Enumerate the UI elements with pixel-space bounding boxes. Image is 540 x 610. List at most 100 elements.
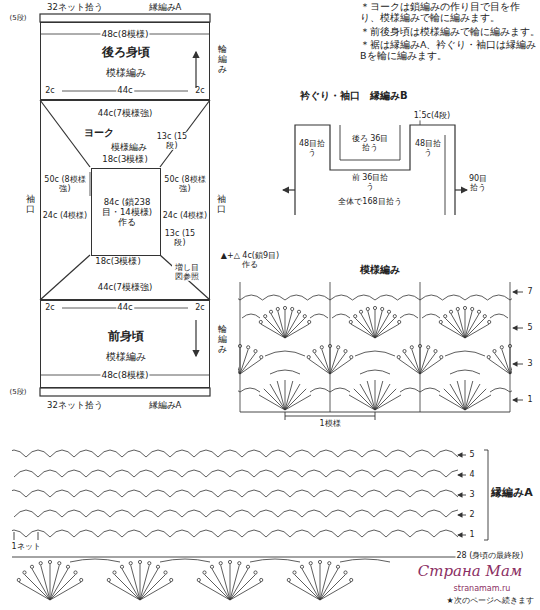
stroke	[62, 470, 86, 477]
stroke	[138, 560, 141, 563]
dimension-label: 袖口	[26, 195, 35, 215]
stroke	[360, 370, 390, 374]
stroke	[50, 490, 74, 497]
stroke	[50, 582, 81, 600]
stroke	[146, 450, 170, 457]
stroke	[410, 346, 413, 349]
stroke	[508, 344, 511, 347]
stroke	[74, 530, 98, 537]
stroke	[300, 565, 303, 568]
stroke	[410, 530, 434, 537]
stroke	[309, 359, 330, 374]
stroke	[285, 412, 286, 420]
stroke	[330, 295, 353, 300]
stroke	[74, 490, 98, 497]
stroke	[40, 14, 210, 22]
stroke	[70, 559, 120, 562]
stroke	[247, 346, 250, 349]
stroke	[410, 490, 434, 497]
stroke	[230, 565, 239, 600]
stroke	[134, 510, 158, 517]
stroke	[290, 530, 314, 537]
dimension-label: stranamam.ru	[454, 584, 511, 593]
stroke	[463, 306, 466, 309]
dimension-label: 1	[527, 395, 532, 404]
stroke	[266, 450, 290, 457]
stroke	[250, 559, 300, 562]
stroke	[74, 450, 98, 457]
dimension-label: 1.5c(4段)	[413, 111, 451, 120]
stroke	[230, 564, 231, 600]
stroke	[74, 571, 77, 574]
yoke-box: 84c (鎖238目・14模様) 作る	[91, 168, 161, 256]
stroke	[330, 349, 338, 374]
stroke	[293, 571, 296, 574]
stroke	[271, 314, 285, 338]
stroke	[440, 356, 443, 359]
stroke	[240, 353, 256, 374]
stroke	[420, 295, 443, 300]
stroke	[276, 307, 279, 310]
stroke	[140, 582, 171, 600]
dimension-label: 輪編み	[218, 325, 227, 355]
stroke	[458, 515, 466, 516]
stroke	[170, 490, 194, 497]
dimension-label: 3	[527, 359, 532, 368]
stroke	[488, 320, 491, 323]
dimension-label: 5	[527, 323, 532, 332]
dimension-label: 模様編み	[360, 264, 400, 276]
stroke	[206, 510, 230, 517]
panel-note: 模様編み	[105, 351, 147, 363]
stroke	[197, 578, 200, 581]
panel-title: 84c (鎖238目・14模様) 作る	[96, 198, 158, 227]
stroke	[283, 306, 286, 309]
stroke	[221, 565, 230, 600]
stroke	[350, 356, 353, 359]
stroke	[277, 381, 285, 410]
stroke	[362, 530, 386, 537]
stroke	[420, 359, 441, 374]
stroke	[98, 530, 122, 537]
stroke	[283, 189, 295, 190]
stroke	[471, 307, 474, 310]
stroke	[398, 295, 421, 300]
stroke	[443, 295, 466, 300]
stroke	[386, 490, 410, 497]
stroke	[330, 359, 351, 374]
stroke	[393, 315, 396, 318]
stroke	[240, 349, 248, 374]
dimension-label: 48c(8模様)	[100, 29, 149, 39]
stroke	[510, 282, 511, 412]
stroke	[50, 564, 51, 600]
dimension-label: 3	[469, 490, 474, 499]
dimension-label: 32ネット拾う	[47, 401, 103, 411]
stroke	[195, 320, 196, 356]
stroke	[362, 490, 386, 497]
stroke	[458, 311, 465, 338]
stroke	[338, 490, 362, 497]
stroke	[212, 569, 230, 600]
stroke	[360, 384, 375, 410]
stroke	[375, 310, 376, 338]
stroke	[308, 295, 331, 300]
stroke	[439, 320, 442, 323]
stroke	[330, 353, 346, 374]
stroke	[375, 395, 401, 410]
dimension-label: 44c	[116, 86, 134, 96]
stroke	[434, 490, 458, 497]
dimension-label: 13c (15段)	[162, 229, 198, 247]
stroke	[340, 125, 400, 160]
stroke	[320, 346, 323, 349]
dimension-label: ＊前後身頃は模様編みで輪に編みます。	[360, 27, 540, 38]
stroke	[122, 450, 146, 457]
stroke	[134, 470, 158, 477]
dimension-label: 90目拾う	[465, 174, 491, 192]
stroke	[446, 510, 458, 517]
stroke	[12, 490, 26, 497]
stroke	[107, 578, 110, 581]
stroke	[30, 565, 33, 568]
stroke	[98, 450, 122, 457]
stroke	[350, 578, 353, 581]
stroke	[254, 350, 257, 353]
